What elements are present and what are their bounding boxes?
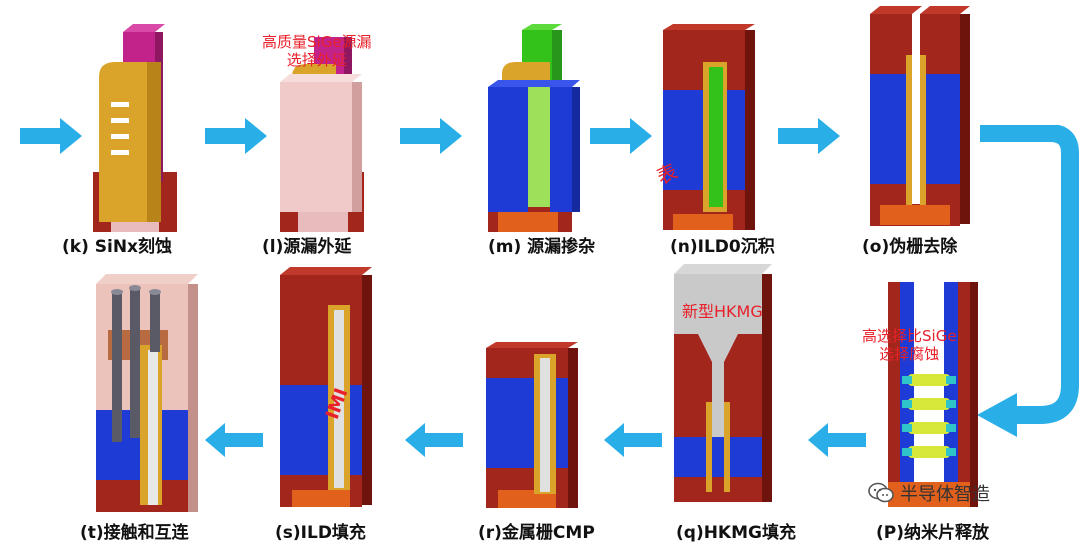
arrow-right-1 — [20, 118, 82, 154]
step-l-annotation-line2: 选择外延 — [286, 51, 347, 69]
wechat-icon — [868, 482, 894, 503]
step-k-label: (k) SiNx刻蚀 — [62, 237, 173, 257]
step-p-annotation: 高选择比SiGe 选择腐蚀 — [862, 327, 957, 363]
step-m-label: (m) 源漏掺杂 — [488, 237, 596, 257]
step-l-annotation-line1: 高质量SiGe源漏 — [262, 33, 372, 51]
arrow-left-3 — [405, 423, 463, 457]
step-p-label: (P)纳米片释放 — [876, 523, 989, 543]
step-s-label: (s)ILD填充 — [275, 523, 366, 543]
step-o-label: (o)伪栅去除 — [862, 237, 958, 257]
step-q-figure — [668, 262, 778, 512]
arrow-right-3 — [400, 118, 462, 154]
step-r-figure — [478, 340, 583, 515]
step-p-annotation-line2: 选择腐蚀 — [879, 345, 940, 363]
step-l-label: (l)源漏外延 — [262, 237, 352, 257]
arrow-left-2 — [604, 423, 662, 457]
watermark-text: 半导体智造 — [900, 484, 990, 505]
step-r-label: (r)金属栅CMP — [478, 523, 595, 543]
step-l-annotation: 高质量SiGe源漏 选择外延 — [262, 33, 372, 69]
arrow-right-5 — [778, 118, 840, 154]
step-n-label: (n)ILD0沉积 — [670, 237, 775, 257]
step-p-figure — [880, 272, 980, 512]
arrow-u-turn — [977, 125, 1079, 437]
step-q-label: (q)HKMG填充 — [676, 523, 796, 543]
step-l-figure — [272, 22, 372, 232]
watermark: 半导体智造 — [868, 480, 990, 506]
step-q-annotation: 新型HKMG — [682, 302, 763, 321]
arrow-right-2 — [205, 118, 267, 154]
step-t-label: (t)接触和互连 — [80, 523, 189, 543]
nanosheet-stack — [902, 374, 956, 458]
arrow-left-1 — [808, 423, 866, 457]
step-n-figure — [655, 22, 760, 232]
step-p-annotation-line1: 高选择比SiGe — [862, 327, 957, 345]
step-t-figure — [90, 270, 200, 515]
step-k-figure — [85, 22, 185, 232]
arrow-right-4 — [590, 118, 652, 154]
step-m-figure — [480, 22, 585, 232]
step-s-figure — [272, 265, 377, 515]
arrow-left-4 — [205, 423, 263, 457]
step-o-figure — [862, 0, 972, 230]
